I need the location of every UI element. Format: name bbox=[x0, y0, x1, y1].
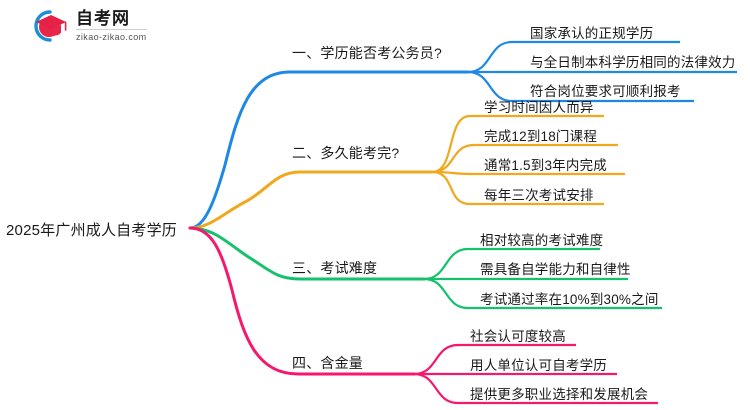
branch-2-leaf-1-link bbox=[430, 114, 484, 174]
branch-1-leaf-1-link bbox=[466, 40, 530, 74]
logo-text-block: 自考网 zikao-zikao.com bbox=[76, 10, 147, 42]
graduation-cap-icon bbox=[28, 9, 68, 43]
branch-2-trunk bbox=[188, 170, 434, 230]
leaf-label-4-1[interactable]: 社会认可度较高 bbox=[470, 329, 566, 344]
leaf-label-2-4[interactable]: 每年三次考试安排 bbox=[484, 188, 594, 203]
leaf-label-3-1[interactable]: 相对较高的考试难度 bbox=[480, 233, 604, 248]
branch-2-leaf-4-link bbox=[430, 170, 484, 206]
branch-3-leaf-1-link bbox=[422, 247, 480, 281]
leaf-label-4-3[interactable]: 提供更多职业选择和发展机会 bbox=[470, 387, 649, 402]
logo-site-name: 自考网 bbox=[76, 10, 147, 30]
leaf-label-2-2[interactable]: 完成12到18门课程 bbox=[484, 129, 598, 144]
topic-label-4[interactable]: 四、含金量 bbox=[292, 355, 363, 371]
leaf-label-1-2[interactable]: 与全日制本科学历相同的法律效力 bbox=[530, 55, 736, 70]
leaf-label-4-2[interactable]: 用人单位认可自考学历 bbox=[470, 358, 607, 373]
leaf-label-3-2[interactable]: 需具备自学能力和自律性 bbox=[480, 262, 631, 277]
logo-site-url: zikao-zikao.com bbox=[76, 32, 147, 42]
branch-2-leaf-3-link bbox=[430, 170, 484, 176]
root-topic-label: 2025年广州成人自考学历 bbox=[6, 222, 177, 239]
branch-4-leaf-3-link bbox=[412, 372, 470, 405]
leaf-label-2-1[interactable]: 学习时间因人而异 bbox=[484, 100, 594, 115]
leaf-label-3-3[interactable]: 考试通过率在10%到30%之间 bbox=[480, 292, 659, 307]
topic-label-2[interactable]: 二、多久能考完? bbox=[292, 145, 400, 161]
branch-4-lines bbox=[188, 226, 658, 405]
leaf-label-1-3[interactable]: 符合岗位要求可顺利报考 bbox=[530, 84, 681, 99]
leaf-label-1-1[interactable]: 国家承认的正规学历 bbox=[530, 26, 654, 41]
branch-4-leaf-1-link bbox=[412, 343, 470, 376]
topic-label-1[interactable]: 一、学历能否考公务员? bbox=[292, 45, 442, 61]
site-logo: 自考网 zikao-zikao.com bbox=[28, 9, 147, 43]
branch-2-leaf-2-link bbox=[430, 143, 484, 174]
branch-3-leaf-3-link bbox=[422, 277, 480, 310]
topic-label-3[interactable]: 三、考试难度 bbox=[292, 260, 378, 276]
leaf-label-2-3[interactable]: 通常1.5到3年内完成 bbox=[484, 158, 607, 173]
